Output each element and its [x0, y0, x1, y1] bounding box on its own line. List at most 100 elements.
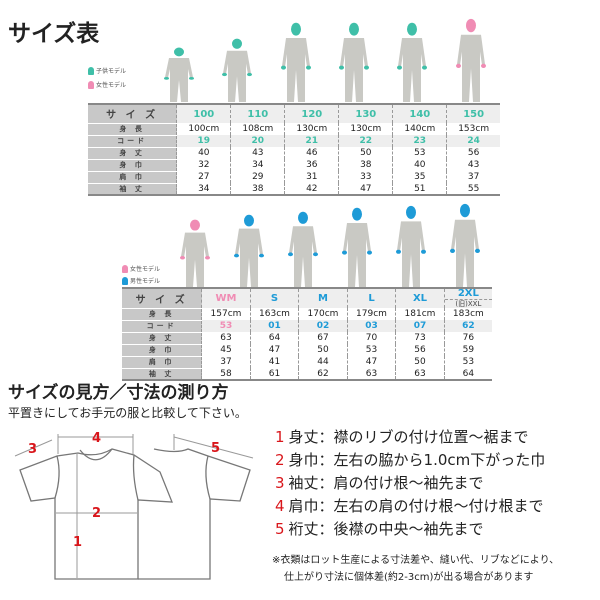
cell-height: 181cm [395, 308, 445, 320]
cell-b: 45 [201, 344, 251, 356]
item-text: 身丈：襟のリブの付け位置～裾まで [288, 428, 529, 446]
item-number: 2 [275, 451, 285, 469]
cell-height: 183cm [443, 308, 492, 320]
cell-size: L [346, 287, 396, 308]
tshirt-diagram: 1 2 3 4 5 [14, 431, 254, 580]
note-line-1: ※衣類はロット生産による寸法差や、縫い代、リブなどにより、 [272, 555, 560, 566]
cell-a: 70 [346, 332, 396, 344]
model-figure [396, 205, 426, 287]
cell-code: 02 [298, 320, 348, 332]
model-figure [288, 211, 318, 287]
cell-code: 24 [446, 135, 500, 147]
cell-b: 32 [176, 159, 231, 171]
label-3: 3 [28, 442, 37, 457]
cell-code: 21 [284, 135, 339, 147]
cell-height: 157cm [201, 308, 251, 320]
cell-c: 50 [395, 356, 445, 368]
model-figure [222, 38, 253, 102]
item-number: 1 [275, 428, 285, 446]
cell-size: 100 [176, 103, 231, 123]
model-figure [397, 22, 428, 102]
row-header: コード [122, 320, 202, 333]
cell-b: 34 [230, 159, 285, 171]
model-figure [455, 18, 486, 102]
cell-b: 43 [446, 159, 500, 171]
cell-height: 179cm [346, 308, 396, 320]
item-number: 5 [275, 520, 285, 538]
cell-a: 40 [176, 147, 231, 159]
cell-b: 36 [284, 159, 339, 171]
row-header: 身 長 [88, 123, 177, 136]
item-number: 3 [275, 474, 285, 492]
cell-a: 46 [284, 147, 339, 159]
cell-c: 31 [284, 171, 339, 183]
cell-code: 01 [249, 320, 299, 332]
cell-d: 47 [338, 183, 393, 196]
cell-c: 41 [249, 356, 299, 368]
cell-a: 64 [249, 332, 299, 344]
model-figure [342, 207, 372, 287]
cell-a: 67 [298, 332, 348, 344]
cell-b: 40 [392, 159, 447, 171]
cell-height: 108cm [230, 123, 285, 135]
cell-size: 120 [284, 103, 339, 123]
cell-size: XL [395, 287, 445, 308]
cell-code: 03 [346, 320, 396, 332]
page-title: サイズ表 [8, 21, 100, 47]
cell-code: 53 [201, 320, 251, 332]
model-figure [339, 22, 370, 102]
legend-male: 男性モデル [122, 276, 160, 285]
cell-c: 37 [446, 171, 500, 183]
cell-code: 62 [443, 320, 492, 332]
row-header: サ イ ズ [88, 103, 177, 124]
size-sub-label: (旧)XXL [444, 299, 492, 308]
model-figure [234, 214, 264, 287]
cell-b: 53 [346, 344, 396, 356]
row-header: 袖 丈 [122, 368, 202, 381]
child-icon [88, 66, 94, 75]
row-header: 肩 巾 [122, 356, 202, 369]
cell-d: 63 [346, 368, 396, 381]
item-text: 裄丈：後襟の中央～袖先まで [288, 520, 484, 538]
cell-b: 50 [298, 344, 348, 356]
male-icon [122, 276, 128, 285]
item-text: 袖丈：肩の付け根～袖先まで [288, 474, 484, 492]
label-1: 1 [73, 535, 82, 550]
cell-height: 170cm [298, 308, 348, 320]
howto-title: サイズの見方／寸法の測り方 [8, 383, 229, 403]
cell-code: 19 [176, 135, 231, 147]
cell-height: 153cm [446, 123, 500, 135]
cell-size: 110 [230, 103, 285, 123]
cell-size: 130 [338, 103, 393, 123]
cell-d: 61 [249, 368, 299, 381]
label-2: 2 [92, 506, 101, 521]
row-header: 肩 巾 [88, 171, 177, 184]
legend-female-adult: 女性モデル [122, 264, 160, 273]
cell-size: S [249, 287, 299, 308]
cell-code: 07 [395, 320, 445, 332]
cell-a: 76 [443, 332, 492, 344]
model-figure [280, 22, 311, 102]
cell-size: 150 [446, 103, 500, 123]
row-header: 身 巾 [122, 344, 202, 357]
legend-female: 女性モデル [88, 80, 126, 89]
cell-size: 2XL(旧)XXL [443, 287, 492, 308]
row-header: 身 丈 [122, 332, 202, 345]
cell-a: 73 [395, 332, 445, 344]
